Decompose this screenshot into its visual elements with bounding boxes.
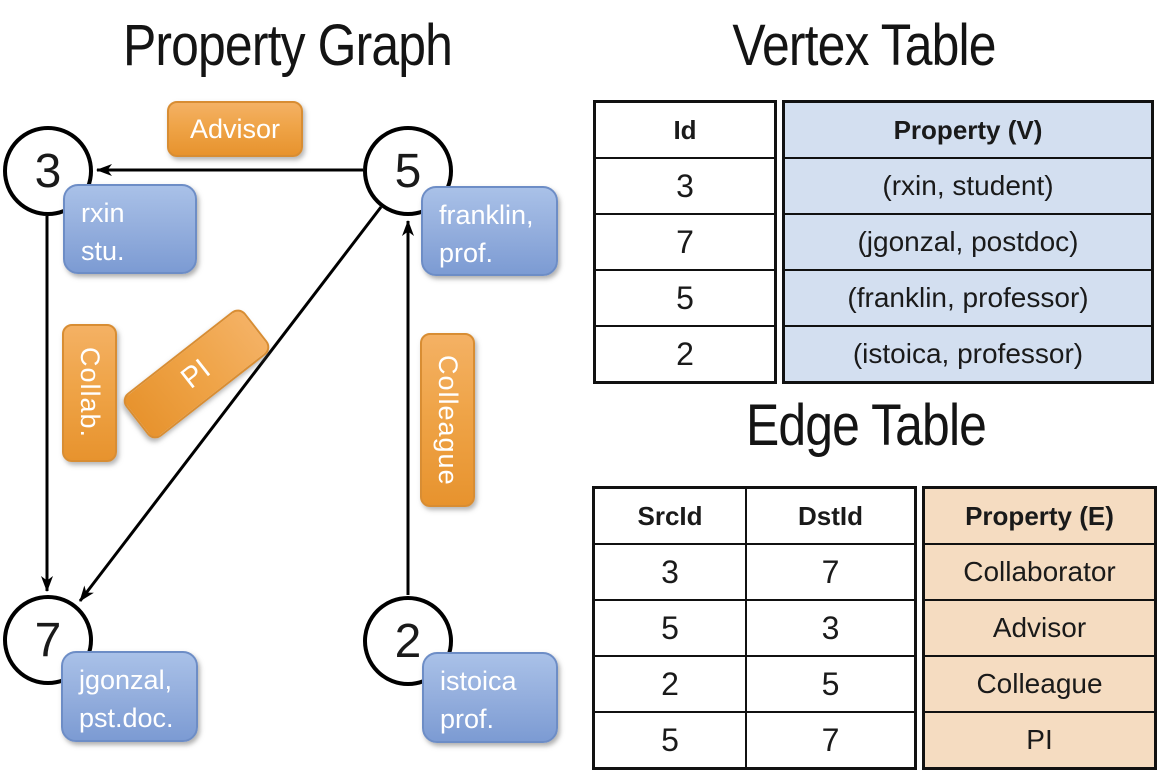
- vertex-id-label: 7: [34, 613, 62, 667]
- table-row: (istoica, professor): [782, 325, 1154, 384]
- vertex-id-cell: 2: [593, 325, 777, 384]
- table-row: (franklin, professor): [782, 269, 1154, 327]
- table-row: 3 7: [592, 543, 917, 601]
- edge-property-cell: Colleague: [922, 655, 1157, 713]
- vertex-property-line: prof.: [440, 704, 495, 734]
- edge-label-advisor: Advisor: [167, 101, 303, 157]
- vertex-property-header: Property (V): [782, 100, 1154, 159]
- edge-property-cell: PI: [922, 711, 1157, 770]
- table-row: Advisor: [922, 599, 1157, 657]
- edge-table: SrcId DstId 3 7 5 3 2 5 5 7 Property (E)…: [592, 486, 1157, 770]
- vertex-id-cell: 7: [593, 213, 777, 271]
- table-row: 5: [593, 269, 777, 327]
- vertex-id-label: 5: [394, 144, 422, 198]
- vertex-id-label: 2: [394, 614, 422, 668]
- vertex-node-5: 5: [363, 126, 453, 216]
- table-row: Collaborator: [922, 543, 1157, 601]
- vertex-id-header: Id: [593, 100, 777, 159]
- vertex-property-cell: (istoica, professor): [782, 325, 1154, 384]
- edge-dst-cell: 5: [745, 655, 917, 713]
- edge-src-cell: 2: [592, 655, 747, 713]
- vertex-table-title: Vertex Table: [732, 13, 996, 78]
- vertex-property-box-3: rxin stu.: [63, 184, 197, 274]
- graph-edges-canvas: [41, 164, 414, 602]
- edge-src-header: SrcId: [592, 486, 747, 545]
- vertex-property-box-2: istoica prof.: [422, 652, 558, 743]
- vertex-id-label: 3: [34, 144, 62, 198]
- edge-label-text: Collab.: [75, 347, 105, 439]
- vertex-property-line: istoica: [440, 666, 517, 696]
- table-row: 7: [593, 213, 777, 271]
- edge-label-colleague: Colleague: [420, 333, 475, 507]
- vertex-property-line: jgonzal,: [79, 665, 173, 695]
- edge-src-cell: 3: [592, 543, 747, 601]
- edge-label-text: Advisor: [189, 113, 281, 144]
- edge-dst-header: DstId: [745, 486, 917, 545]
- edge-dst-cell: 7: [745, 543, 917, 601]
- vertex-node-2: 2: [363, 596, 453, 686]
- vertex-property-line: rxin: [81, 198, 125, 228]
- edge-property-column: Property (E) Collaborator Advisor Collea…: [922, 486, 1157, 770]
- vertex-property-box-5: franklin, prof.: [421, 186, 558, 276]
- vertex-property-column: Property (V) (rxin, student) (jgonzal, p…: [782, 100, 1154, 384]
- table-row: 5 7: [592, 711, 917, 770]
- vertex-property-line: prof.: [439, 238, 494, 268]
- vertex-property-cell: (franklin, professor): [782, 269, 1154, 327]
- vertex-property-line: stu.: [81, 236, 125, 266]
- edge-dst-cell: 3: [745, 599, 917, 657]
- vertex-id-cell: 3: [593, 157, 777, 215]
- vertex-property-line: franklin,: [439, 200, 534, 230]
- table-row: (rxin, student): [782, 157, 1154, 215]
- edge-label-text: Colleague: [433, 354, 463, 486]
- vertex-property-box-7: jgonzal, pst.doc.: [61, 651, 198, 742]
- edge-property-cell: Collaborator: [922, 543, 1157, 601]
- vertex-property-cell: (rxin, student): [782, 157, 1154, 215]
- edge-src-cell: 5: [592, 711, 747, 770]
- property-graph-title: Property Graph: [123, 13, 453, 78]
- edge-property-cell: Advisor: [922, 599, 1157, 657]
- edge-5-to-7: [78, 206, 383, 602]
- edge-dst-cell: 7: [745, 711, 917, 770]
- vertex-property-line: pst.doc.: [79, 703, 174, 733]
- table-row: 2 5: [592, 655, 917, 713]
- edge-table-title: Edge Table: [745, 393, 987, 458]
- table-row: 5 3: [592, 599, 917, 657]
- vertex-id-column: Id 3 7 5 2: [593, 100, 777, 384]
- table-row: (jgonzal, postdoc): [782, 213, 1154, 271]
- table-row: 2: [593, 325, 777, 384]
- vertex-property-cell: (jgonzal, postdoc): [782, 213, 1154, 271]
- edge-property-header: Property (E): [922, 486, 1157, 545]
- edge-src-cell: 5: [592, 599, 747, 657]
- vertex-id-cell: 5: [593, 269, 777, 327]
- vertex-table: Id 3 7 5 2 Property (V) (rxin, student) …: [593, 100, 1154, 384]
- table-row: Colleague: [922, 655, 1157, 713]
- table-row: PI: [922, 711, 1157, 770]
- table-row: 3: [593, 157, 777, 215]
- edge-label-text: PI: [175, 352, 217, 395]
- edge-label-collab: Collab.: [62, 324, 117, 462]
- edge-id-columns: SrcId DstId 3 7 5 3 2 5 5 7: [592, 486, 917, 770]
